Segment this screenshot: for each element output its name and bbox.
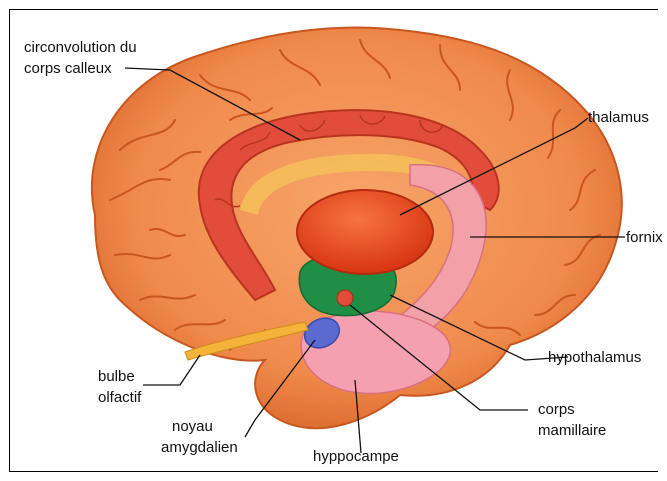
label-thalamus: thalamus: [588, 108, 649, 127]
label-noyau-line2: amygdalien: [161, 438, 238, 457]
label-noyau-line1: noyau: [172, 417, 213, 436]
label-circonvolution-line1: circonvolution du: [24, 38, 137, 57]
label-bulbe-line1: bulbe: [98, 367, 135, 386]
label-circonvolution-line2: corps calleux: [24, 59, 112, 78]
label-bulbe-line2: olfactif: [98, 388, 141, 407]
label-corps-line2: mamillaire: [538, 421, 606, 440]
label-fornix: fornix: [626, 228, 663, 247]
label-corps-line1: corps: [538, 400, 575, 419]
thalamus-shape: [297, 190, 433, 274]
label-hypothalamus: hypothalamus: [548, 348, 641, 367]
mammillary-body-shape: [337, 290, 353, 306]
label-hyppocampe: hyppocampe: [313, 447, 399, 466]
